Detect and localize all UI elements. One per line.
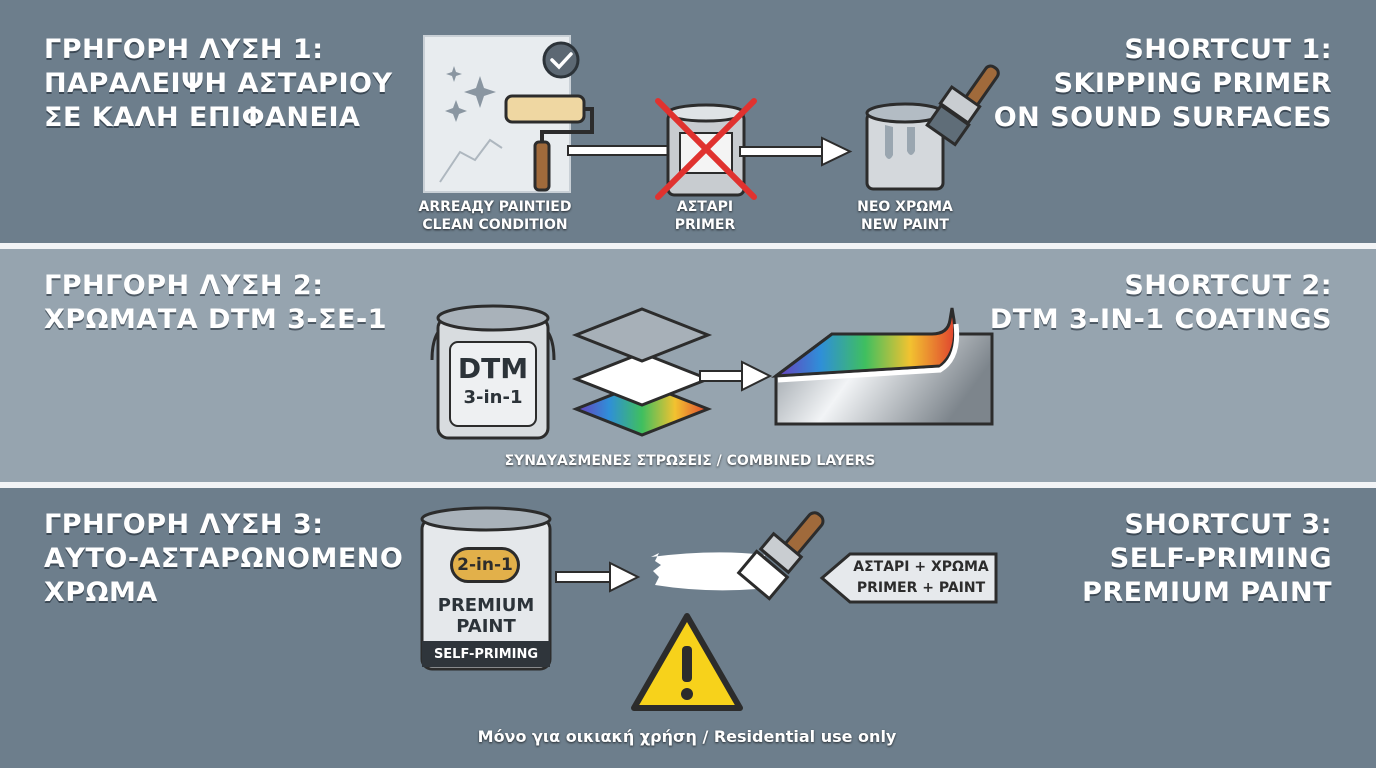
label-line: NEW PAINT xyxy=(861,217,949,233)
label-line: ΑΣΤΑΡΙ + ΧΡΩΜΑ xyxy=(853,559,989,575)
section-1-title-english: SHORTCUT 1: SKIPPING PRIMER ON SOUND SUR… xyxy=(994,33,1332,135)
coated-metal-surface-illustration xyxy=(771,307,994,426)
label-line: PRIMER xyxy=(674,217,736,233)
dtm-label-main: DTM xyxy=(457,352,529,385)
primer-plus-paint-tag: ΑΣΤΑΡΙ + ΧΡΩΜΑ PRIMER + PAINT xyxy=(819,551,1000,605)
sparkle-icon xyxy=(445,66,496,122)
two-in-one-badge: 2-in-1 xyxy=(450,547,520,583)
section-2-title-greek: ΓΡΗΓΟΡΗ ΛΥΣΗ 2: ΧΡΩΜΑΤΑ DTM 3-ΣΕ-1 xyxy=(44,269,387,337)
paintbrush-icon xyxy=(925,64,1000,147)
painted-wall-illustration xyxy=(423,35,594,193)
arrow-right-icon xyxy=(555,561,641,593)
primer-can-crossed xyxy=(655,98,757,200)
title-line: DTM 3-IN-1 COATINGS xyxy=(989,304,1332,335)
label-line: PAINT xyxy=(456,616,516,637)
label-line: ΝΕΟ ΧΡΩΜΑ xyxy=(857,199,953,215)
title-line: PREMIUM PAINT xyxy=(1082,577,1332,608)
label-line: PREMIUM xyxy=(437,595,535,616)
warning-icon xyxy=(631,613,743,711)
separator-1 xyxy=(0,243,1376,249)
combined-layers-illustration xyxy=(571,307,713,437)
title-line: SHORTCUT 1: xyxy=(1124,34,1332,65)
step-1-label: ARREAДY PAINTIED CLEAN CONDITION xyxy=(405,198,585,234)
dtm-can: DTM 3-in-1 xyxy=(428,300,558,445)
combined-layers-caption: ΣΥΝΔΥΑΣΜΕΝΕΣ ΣΤΡΩΣΕΙΣ / COMBINED LAYERS xyxy=(504,453,876,469)
self-priming-band-label: SELF-PRIMING xyxy=(433,647,539,662)
title-line: ΓΡΗΓΟΡΗ ΛΥΣΗ 1: xyxy=(44,34,324,65)
dtm-label-sub: 3-in-1 xyxy=(463,387,523,408)
paint-roller-icon xyxy=(504,94,594,192)
label-line: PRIMER + PAINT xyxy=(856,580,986,596)
paint-can-icon xyxy=(430,304,556,440)
separator-2 xyxy=(0,482,1376,488)
paint-stroke-illustration xyxy=(651,511,825,601)
title-line: ON SOUND SURFACES xyxy=(993,102,1332,133)
premium-paint-can: 2-in-1 PREMIUM PAINT SELF-PRIMING xyxy=(416,505,556,675)
title-line: SELF-PRIMING xyxy=(1109,543,1332,574)
dtm-can-label: DTM 3-in-1 xyxy=(450,352,536,410)
paint-can-icon xyxy=(865,102,945,191)
paintbrush-icon xyxy=(736,511,825,601)
step-3-label: ΝΕΟ ΧΡΩΜΑ NEW PAINT xyxy=(840,198,970,234)
label-line: CLEAN CONDITION xyxy=(422,217,568,233)
section-3-title-greek: ΓΡΗΓΟΡΗ ΛΥΣΗ 3: ΑΥΤΟ-ΑΣΤΑΡΩΝΟΜΕΝΟ ΧΡΩΜΑ xyxy=(44,508,403,610)
section-3-title-english: SHORTCUT 3: SELF-PRIMING PREMIUM PAINT xyxy=(1082,508,1332,610)
tag-label: ΑΣΤΑΡΙ + ΧΡΩΜΑ PRIMER + PAINT xyxy=(846,557,996,599)
section-2-title-english: SHORTCUT 2: DTM 3-IN-1 COATINGS xyxy=(990,269,1332,337)
section-2-band xyxy=(0,249,1376,482)
arrow-right-icon xyxy=(739,136,853,167)
label-line: ARREAДY PAINTIED xyxy=(418,199,572,215)
title-line: ΓΡΗΓΟΡΗ ΛΥΣΗ 2: xyxy=(44,270,324,301)
label-line: ΑΣΤΑΡΙ xyxy=(676,199,734,215)
check-icon xyxy=(542,41,580,79)
cross-icon xyxy=(655,98,757,200)
title-line: SKIPPING PRIMER xyxy=(1053,68,1332,99)
premium-paint-label: PREMIUM PAINT xyxy=(422,595,550,637)
new-paint-can-illustration xyxy=(865,64,1000,191)
title-line: SHORTCUT 3: xyxy=(1124,509,1332,540)
title-line: SHORTCUT 2: xyxy=(1124,270,1332,301)
arrow-right-icon xyxy=(699,360,773,392)
title-line: ΠΑΡΑΛΕΙΨΗ ΑΣΤΑΡΙΟΥ xyxy=(44,68,393,99)
title-line: ΣΕ ΚΑΛΗ ΕΠΙΦΑΝΕΙΑ xyxy=(44,102,361,133)
tag-shape xyxy=(819,552,998,604)
title-line: ΧΡΩΜΑ xyxy=(44,577,158,608)
title-line: ΑΥΤΟ-ΑΣΤΑΡΩΝΟΜΕΝΟ xyxy=(44,543,404,574)
residential-use-warning: Μόνο για οικιακή χρήση / Residential use… xyxy=(477,727,897,746)
title-line: ΧΡΩΜΑΤΑ DTM 3-ΣΕ-1 xyxy=(44,304,388,335)
step-2-label: ΑΣΤΑΡΙ PRIMER xyxy=(645,198,765,234)
title-line: ΓΡΗΓΟΡΗ ΛΥΣΗ 3: xyxy=(44,509,324,540)
section-1-title-greek: ΓΡΗΓΟΡΗ ΛΥΣΗ 1: ΠΑΡΑΛΕΙΨΗ ΑΣΤΑΡΙΟΥ ΣΕ ΚΑ… xyxy=(44,33,393,135)
